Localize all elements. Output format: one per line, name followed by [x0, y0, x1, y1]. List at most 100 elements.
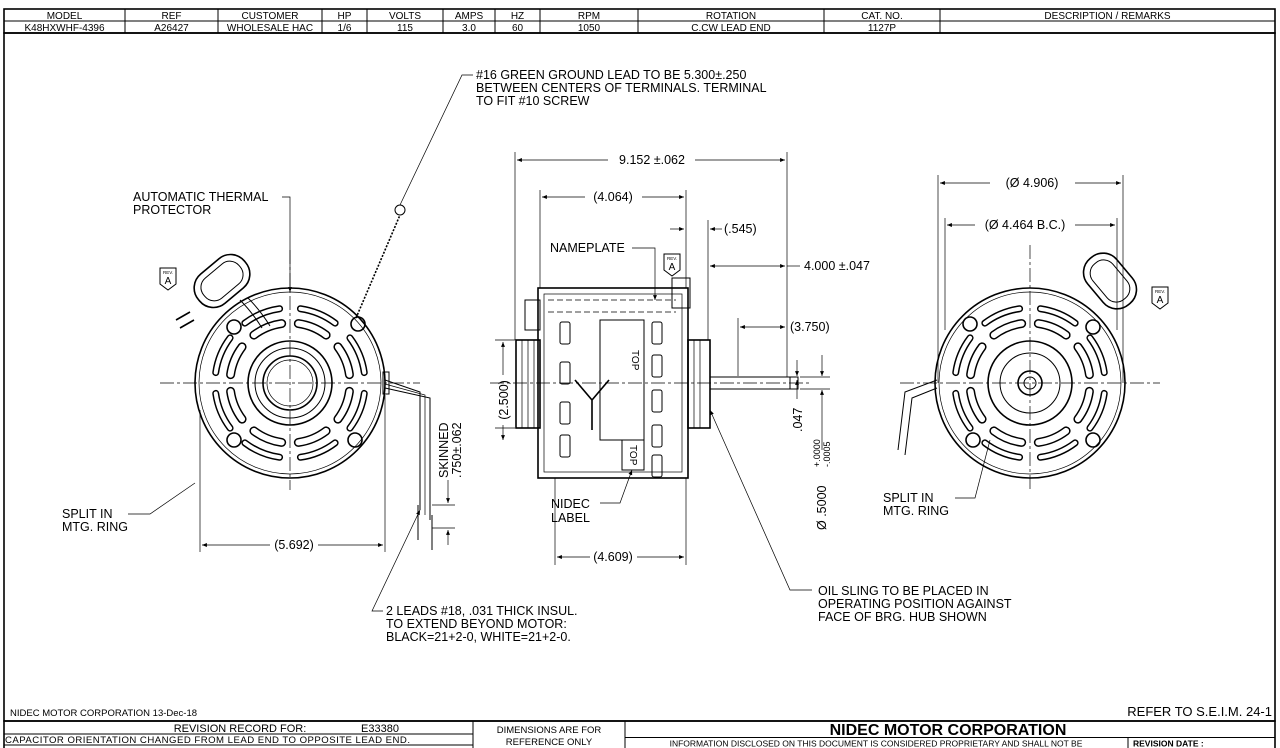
- spec-value: WHOLESALE HAC: [227, 23, 313, 34]
- vent-slot: [298, 440, 338, 460]
- svg-text:MTG. RING: MTG. RING: [883, 504, 949, 518]
- dimensions-note: DIMENSIONS ARE FOR: [497, 725, 602, 736]
- revision-note: CAPACITOR ORIENTATION CHANGED FROM LEAD …: [5, 735, 410, 746]
- vent-slot: [982, 440, 1022, 460]
- vent-slot: [295, 427, 330, 446]
- vent-slot: [982, 306, 1022, 326]
- side-view: [490, 277, 810, 479]
- nidec-label: NIDEC: [551, 497, 590, 511]
- split-ring-label: SPLIT IN: [883, 491, 933, 505]
- dim-outer-dia: (Ø 4.906): [1006, 176, 1059, 190]
- callout-text: #16 GREEN GROUND LEAD TO BE 5.300±.250 B…: [62, 68, 1065, 644]
- vent-slot: [213, 391, 233, 431]
- dim-mount-length: (4.609): [593, 550, 633, 564]
- svg-text:BETWEEN CENTERS OF TERMINALS.: BETWEEN CENTERS OF TERMINALS. TERMINAL: [476, 81, 767, 95]
- svg-text:OPERATING POSITION AGAINST: OPERATING POSITION AGAINST: [818, 597, 1012, 611]
- rev-tag: REV. A: [663, 253, 681, 277]
- spec-header: HZ: [511, 11, 524, 22]
- spec-header: CUSTOMER: [241, 11, 298, 22]
- vent-slot: [242, 440, 282, 460]
- leads-note: 2 LEADS #18, .031 THICK INSUL.: [386, 604, 578, 618]
- vent-slot: [250, 427, 285, 446]
- spec-value: 115: [397, 23, 413, 34]
- vent-slot: [990, 427, 1025, 446]
- vent-slot: [334, 343, 353, 378]
- vent-slot: [298, 306, 338, 326]
- revision-date-label: REVISION DATE :: [1133, 739, 1204, 748]
- spec-value: 60: [512, 23, 524, 34]
- vent-slot: [967, 388, 986, 423]
- svg-text:BLACK=21+2-0, WHITE=21+2-0.: BLACK=21+2-0, WHITE=21+2-0.: [386, 630, 571, 644]
- vent-slot: [651, 354, 663, 378]
- vent-slot: [250, 320, 285, 339]
- spec-header: REF: [162, 11, 182, 22]
- spec-header: DESCRIPTION / REMARKS: [1044, 11, 1170, 22]
- vent-slot: [990, 320, 1025, 339]
- dim-bolt-circle: (Ø 4.464 B.C.): [985, 218, 1066, 232]
- rev-tag: REV. A: [1151, 286, 1169, 310]
- vent-slot: [651, 321, 663, 345]
- svg-text:A: A: [669, 262, 676, 273]
- vent-slot: [559, 361, 571, 385]
- revision-record-number: E33380: [361, 723, 399, 735]
- left-end-view: [160, 204, 433, 550]
- vent-slot: [227, 388, 246, 423]
- vent-slot: [967, 343, 986, 378]
- spec-header: VOLTS: [389, 11, 421, 22]
- spec-value: 1050: [578, 23, 601, 34]
- dimension-lines: [199, 152, 1124, 565]
- vent-slot: [953, 335, 973, 375]
- svg-text:TO FIT #10 SCREW: TO FIT #10 SCREW: [476, 94, 590, 108]
- dim-shaft-flat: (3.750): [790, 320, 830, 334]
- svg-text:REFERENCE ONLY: REFERENCE ONLY: [506, 737, 593, 748]
- vent-slot: [1074, 388, 1093, 423]
- split-ring-label: SPLIT IN: [62, 507, 112, 521]
- spec-value: 1/6: [338, 23, 352, 34]
- title-block: NIDEC MOTOR CORPORATION 13-Dec-18 REFER …: [3, 704, 1276, 748]
- vent-slot: [1035, 427, 1070, 446]
- vent-slot: [227, 343, 246, 378]
- dim-hub: (.545): [724, 222, 757, 236]
- svg-text:TO EXTEND BEYOND MOTOR:: TO EXTEND BEYOND MOTOR:: [386, 617, 567, 631]
- spec-header: CAT. NO.: [861, 11, 902, 22]
- svg-text:REV.: REV.: [163, 270, 173, 275]
- svg-text:FACE OF BRG. HUB SHOWN: FACE OF BRG. HUB SHOWN: [818, 610, 987, 624]
- dim-hub-dia: (2.500): [497, 380, 511, 420]
- thermal-protector-label: AUTOMATIC THERMAL: [133, 190, 268, 204]
- oil-sling-note: OIL SLING TO BE PLACED IN: [818, 584, 989, 598]
- spec-value: A26427: [154, 23, 189, 34]
- svg-text:A: A: [1157, 295, 1164, 306]
- spec-value: 1127P: [868, 23, 897, 34]
- svg-text:MTG. RING: MTG. RING: [62, 520, 128, 534]
- vent-slot: [559, 434, 571, 458]
- leader-lines: [128, 74, 991, 612]
- proprietary-notice: INFORMATION DISCLOSED ON THIS DOCUMENT I…: [670, 739, 1083, 748]
- spec-header: RPM: [578, 11, 600, 22]
- svg-text:A: A: [165, 276, 172, 287]
- ground-lead-note: #16 GREEN GROUND LEAD TO BE 5.300±.250: [476, 68, 746, 82]
- dim-skinned: SKINNED: [437, 422, 451, 478]
- spec-header: MODEL: [47, 11, 83, 22]
- dim-body-length: (4.064): [593, 190, 633, 204]
- svg-text:LABEL: LABEL: [551, 511, 590, 525]
- spec-value: C.CW LEAD END: [691, 23, 770, 34]
- nameplate-label: NAMEPLATE: [550, 241, 625, 255]
- svg-text:REV.: REV.: [667, 256, 677, 261]
- company-date: NIDEC MOTOR CORPORATION 13-Dec-18: [10, 708, 197, 719]
- spec-header: AMPS: [455, 11, 484, 22]
- vent-slot: [1087, 335, 1107, 375]
- svg-text:.750±.062: .750±.062: [450, 422, 464, 478]
- dim-overall-length: 9.152 ±.062: [619, 153, 685, 167]
- spec-value: K48HXWHF-4396: [24, 23, 104, 34]
- vent-slot: [347, 391, 367, 431]
- vent-slot: [651, 389, 663, 413]
- vent-slot: [953, 391, 973, 431]
- svg-text:+.0000: +.0000: [812, 439, 822, 467]
- vent-slot: [651, 424, 663, 448]
- vent-slot: [651, 454, 663, 478]
- company-name: NIDEC MOTOR CORPORATION: [830, 722, 1067, 739]
- spec-header: HP: [338, 11, 352, 22]
- right-end-view: [897, 245, 1160, 490]
